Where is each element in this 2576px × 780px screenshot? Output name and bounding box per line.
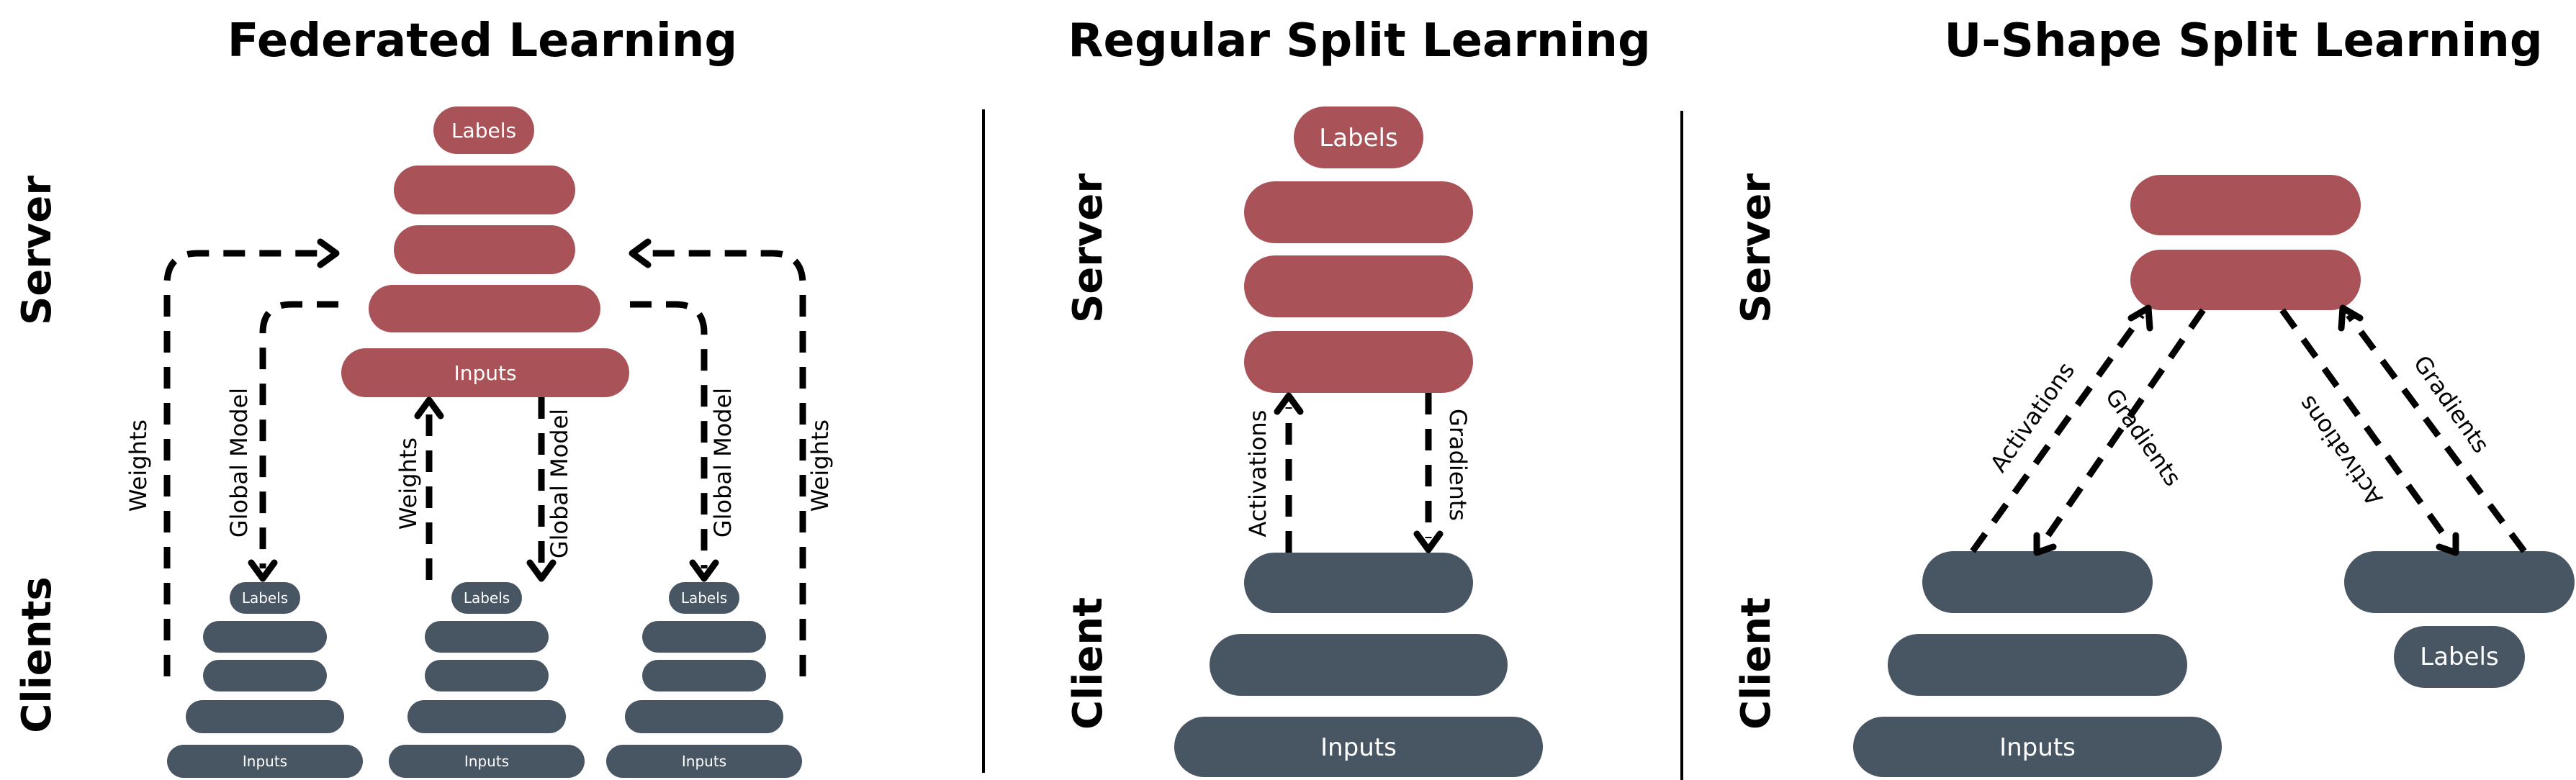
server-layer [394, 225, 575, 274]
federated-server-model: Labels Inputs [341, 106, 629, 397]
ushape-split-panel: U-Shape Split Learning Server Client Inp… [1733, 14, 2575, 777]
server-layer [2130, 250, 2361, 310]
weights-label-left: Weights [125, 420, 152, 512]
gradients-label-right: Gradients [2408, 350, 2495, 458]
client-layer [425, 621, 549, 653]
server-inputs-text: Inputs [454, 361, 516, 385]
client-labels-text: Labels [2420, 643, 2498, 671]
client-layer-labels [2394, 626, 2525, 688]
client-layer [2344, 551, 2575, 613]
federated-client-1: Labels Inputs [167, 582, 363, 778]
global-model-label-left: Global Model [225, 388, 253, 538]
ushape-server-model [2130, 175, 2361, 310]
activations-arrow-left [1970, 313, 2145, 553]
ushape-title: U-Shape Split Learning [1944, 14, 2542, 68]
weights-label-right: Weights [806, 420, 834, 512]
arrowhead [629, 238, 652, 268]
client-layer [203, 660, 327, 691]
ushape-client-label: Client [1733, 597, 1780, 730]
server-layer-inputs [341, 348, 629, 397]
global-model-arrow-left [259, 301, 338, 568]
activations-label: Activations [1244, 410, 1271, 538]
server-layer-labels [433, 106, 534, 154]
client-layer [1210, 634, 1508, 696]
arrowhead [2338, 304, 2364, 332]
global-model-label-right: Global Model [709, 388, 737, 538]
arrowhead [2127, 304, 2153, 332]
client-labels-text: Labels [464, 589, 510, 607]
activations-label-right: Activations [2293, 391, 2389, 511]
client-layer-inputs [1853, 717, 2222, 777]
regular-server-model: Labels [1244, 106, 1473, 393]
federated-panel: Federated Learning Server Clients Labels… [14, 14, 834, 778]
client-layer-labels [669, 582, 739, 614]
weights-arrow-right [641, 250, 806, 676]
regular-client-label: Client [1065, 597, 1112, 730]
client-layer [642, 621, 766, 653]
gradients-arrow-left [2042, 308, 2206, 543]
client-layer [1244, 553, 1473, 613]
client-labels-text: Labels [242, 589, 288, 607]
global-model-arrow-right [630, 301, 708, 568]
ushape-client-top: Labels [2344, 551, 2575, 688]
server-layer [369, 285, 600, 332]
arrowhead [248, 559, 278, 582]
client-labels-text: Labels [681, 589, 727, 607]
client-inputs-text: Inputs [243, 753, 287, 770]
arrowhead [414, 396, 444, 420]
server-labels-text: Labels [451, 119, 516, 142]
gradients-arrow-right [2346, 313, 2527, 553]
client-layer [425, 660, 549, 691]
client-inputs-text: Inputs [1320, 733, 1397, 762]
arrowhead [1274, 392, 1304, 415]
arrowhead [317, 238, 340, 268]
client-layer [203, 621, 327, 653]
server-layer [1244, 181, 1473, 243]
federated-client-2: Labels Inputs [389, 582, 585, 778]
arrowhead [526, 559, 557, 582]
client-layer [1888, 634, 2187, 696]
client-layer-inputs [389, 745, 585, 778]
federated-clients-label: Clients [14, 576, 60, 733]
weights-label-center: Weights [395, 437, 422, 530]
regular-split-panel: Regular Split Learning Server Client Lab… [1065, 14, 1651, 777]
client-inputs-text: Inputs [1999, 733, 2076, 762]
federated-server-label: Server [14, 176, 60, 325]
client-layer-inputs [606, 745, 802, 778]
server-layer [394, 165, 575, 214]
federated-client-3: Labels Inputs [606, 582, 802, 778]
client-layer [642, 660, 766, 691]
client-inputs-text: Inputs [464, 753, 509, 770]
client-layer [407, 700, 566, 733]
arrowhead [2436, 532, 2459, 556]
client-layer [1922, 551, 2153, 613]
arrowhead [1413, 530, 1444, 553]
client-layer [625, 700, 783, 733]
client-layer-labels [230, 582, 300, 614]
ushape-client-bottom: Inputs [1853, 551, 2222, 777]
client-layer-inputs [1174, 717, 1543, 777]
regular-title: Regular Split Learning [1068, 14, 1651, 68]
client-layer [186, 700, 344, 733]
weights-arrow-left [163, 250, 328, 676]
client-inputs-text: Inputs [682, 753, 726, 770]
gradients-label: Gradients [1444, 409, 1472, 521]
global-model-label-center: Global Model [546, 409, 573, 558]
server-layer [1244, 331, 1473, 393]
arrowhead [2033, 532, 2057, 556]
federated-title: Federated Learning [228, 14, 737, 68]
activations-arrow-right [2279, 308, 2451, 543]
server-layer [1244, 255, 1473, 317]
client-layer-labels [451, 582, 522, 614]
regular-client-model: Inputs [1174, 553, 1543, 777]
server-layer-labels [1294, 106, 1423, 168]
client-layer-inputs [167, 745, 363, 778]
server-layer [2130, 175, 2361, 235]
server-labels-text: Labels [1319, 124, 1397, 153]
ushape-server-label: Server [1733, 173, 1780, 323]
arrowhead [689, 559, 719, 582]
regular-server-label: Server [1065, 173, 1112, 323]
